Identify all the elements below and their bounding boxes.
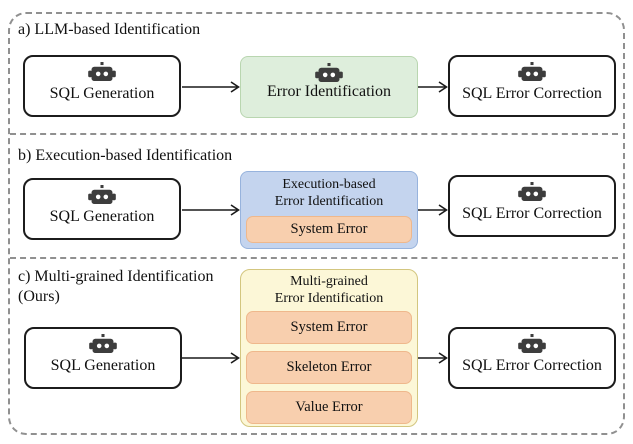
section-a-heading: a) LLM-based Identification	[18, 21, 201, 38]
section-c-heading: c) Multi-grained Identification (Ours)	[18, 267, 213, 307]
sql-generation-node-a: SQL Generation	[23, 55, 181, 117]
error-identification-box-a: Error Identification	[240, 56, 418, 118]
arrow-ident-to-corr-c	[418, 352, 448, 364]
section-divider-bc	[10, 257, 618, 259]
sql-error-correction-node-a: SQL Error Correction	[448, 55, 616, 117]
identifier-title-line2: Error Identification	[274, 193, 384, 209]
node-label: Error Identification	[267, 83, 391, 100]
skeleton-error-box-c: Skeleton Error	[246, 351, 412, 384]
identifier-title: Multi-grained Error Identification	[241, 270, 417, 307]
sql-error-correction-node-b: SQL Error Correction	[448, 175, 616, 237]
node-label: SQL Error Correction	[462, 85, 602, 102]
identifier-title-line1: Execution-based	[282, 177, 376, 192]
node-label: SQL Generation	[49, 208, 155, 225]
section-divider-ab	[10, 133, 618, 135]
error-identification-box-b: Execution-based Error Identification Sys…	[240, 171, 418, 249]
arrow-gen-to-ident-b	[182, 204, 240, 216]
sql-generation-node-b: SQL Generation	[23, 178, 181, 240]
section-c-heading-line2: (Ours)	[18, 288, 60, 305]
robot-icon	[88, 62, 116, 82]
value-error-box-c: Value Error	[246, 391, 412, 424]
identifier-title-line2: Error Identification	[274, 290, 384, 306]
robot-icon	[315, 63, 343, 83]
arrow-ident-to-corr-a	[418, 81, 448, 93]
system-error-box-b: System Error	[246, 216, 412, 243]
arrow-gen-to-ident-c	[182, 352, 240, 364]
error-identification-box-c: Multi-grained Error Identification Syste…	[240, 269, 418, 427]
node-label: SQL Error Correction	[462, 357, 602, 374]
arrow-ident-to-corr-b	[418, 204, 448, 216]
robot-icon	[518, 334, 546, 354]
sql-error-correction-node-c: SQL Error Correction	[448, 327, 616, 389]
section-b-heading: b) Execution-based Identification	[18, 147, 233, 164]
node-label: SQL Error Correction	[462, 205, 602, 222]
sql-generation-node-c: SQL Generation	[24, 327, 182, 389]
identifier-title: Execution-based Error Identification	[241, 172, 417, 210]
figure-dashed-border	[8, 12, 625, 435]
robot-icon	[89, 334, 117, 354]
robot-icon	[518, 62, 546, 82]
system-error-box-c: System Error	[246, 311, 412, 344]
error-type-list: System Error Skeleton Error Value Error	[241, 307, 417, 424]
robot-icon	[518, 182, 546, 202]
robot-icon	[88, 185, 116, 205]
section-c-heading-line1: c) Multi-grained Identification	[18, 268, 214, 285]
identifier-title-line1: Multi-grained	[290, 274, 368, 289]
node-label: SQL Generation	[50, 357, 156, 374]
arrow-gen-to-ident-a	[182, 81, 240, 93]
node-label: SQL Generation	[49, 85, 155, 102]
